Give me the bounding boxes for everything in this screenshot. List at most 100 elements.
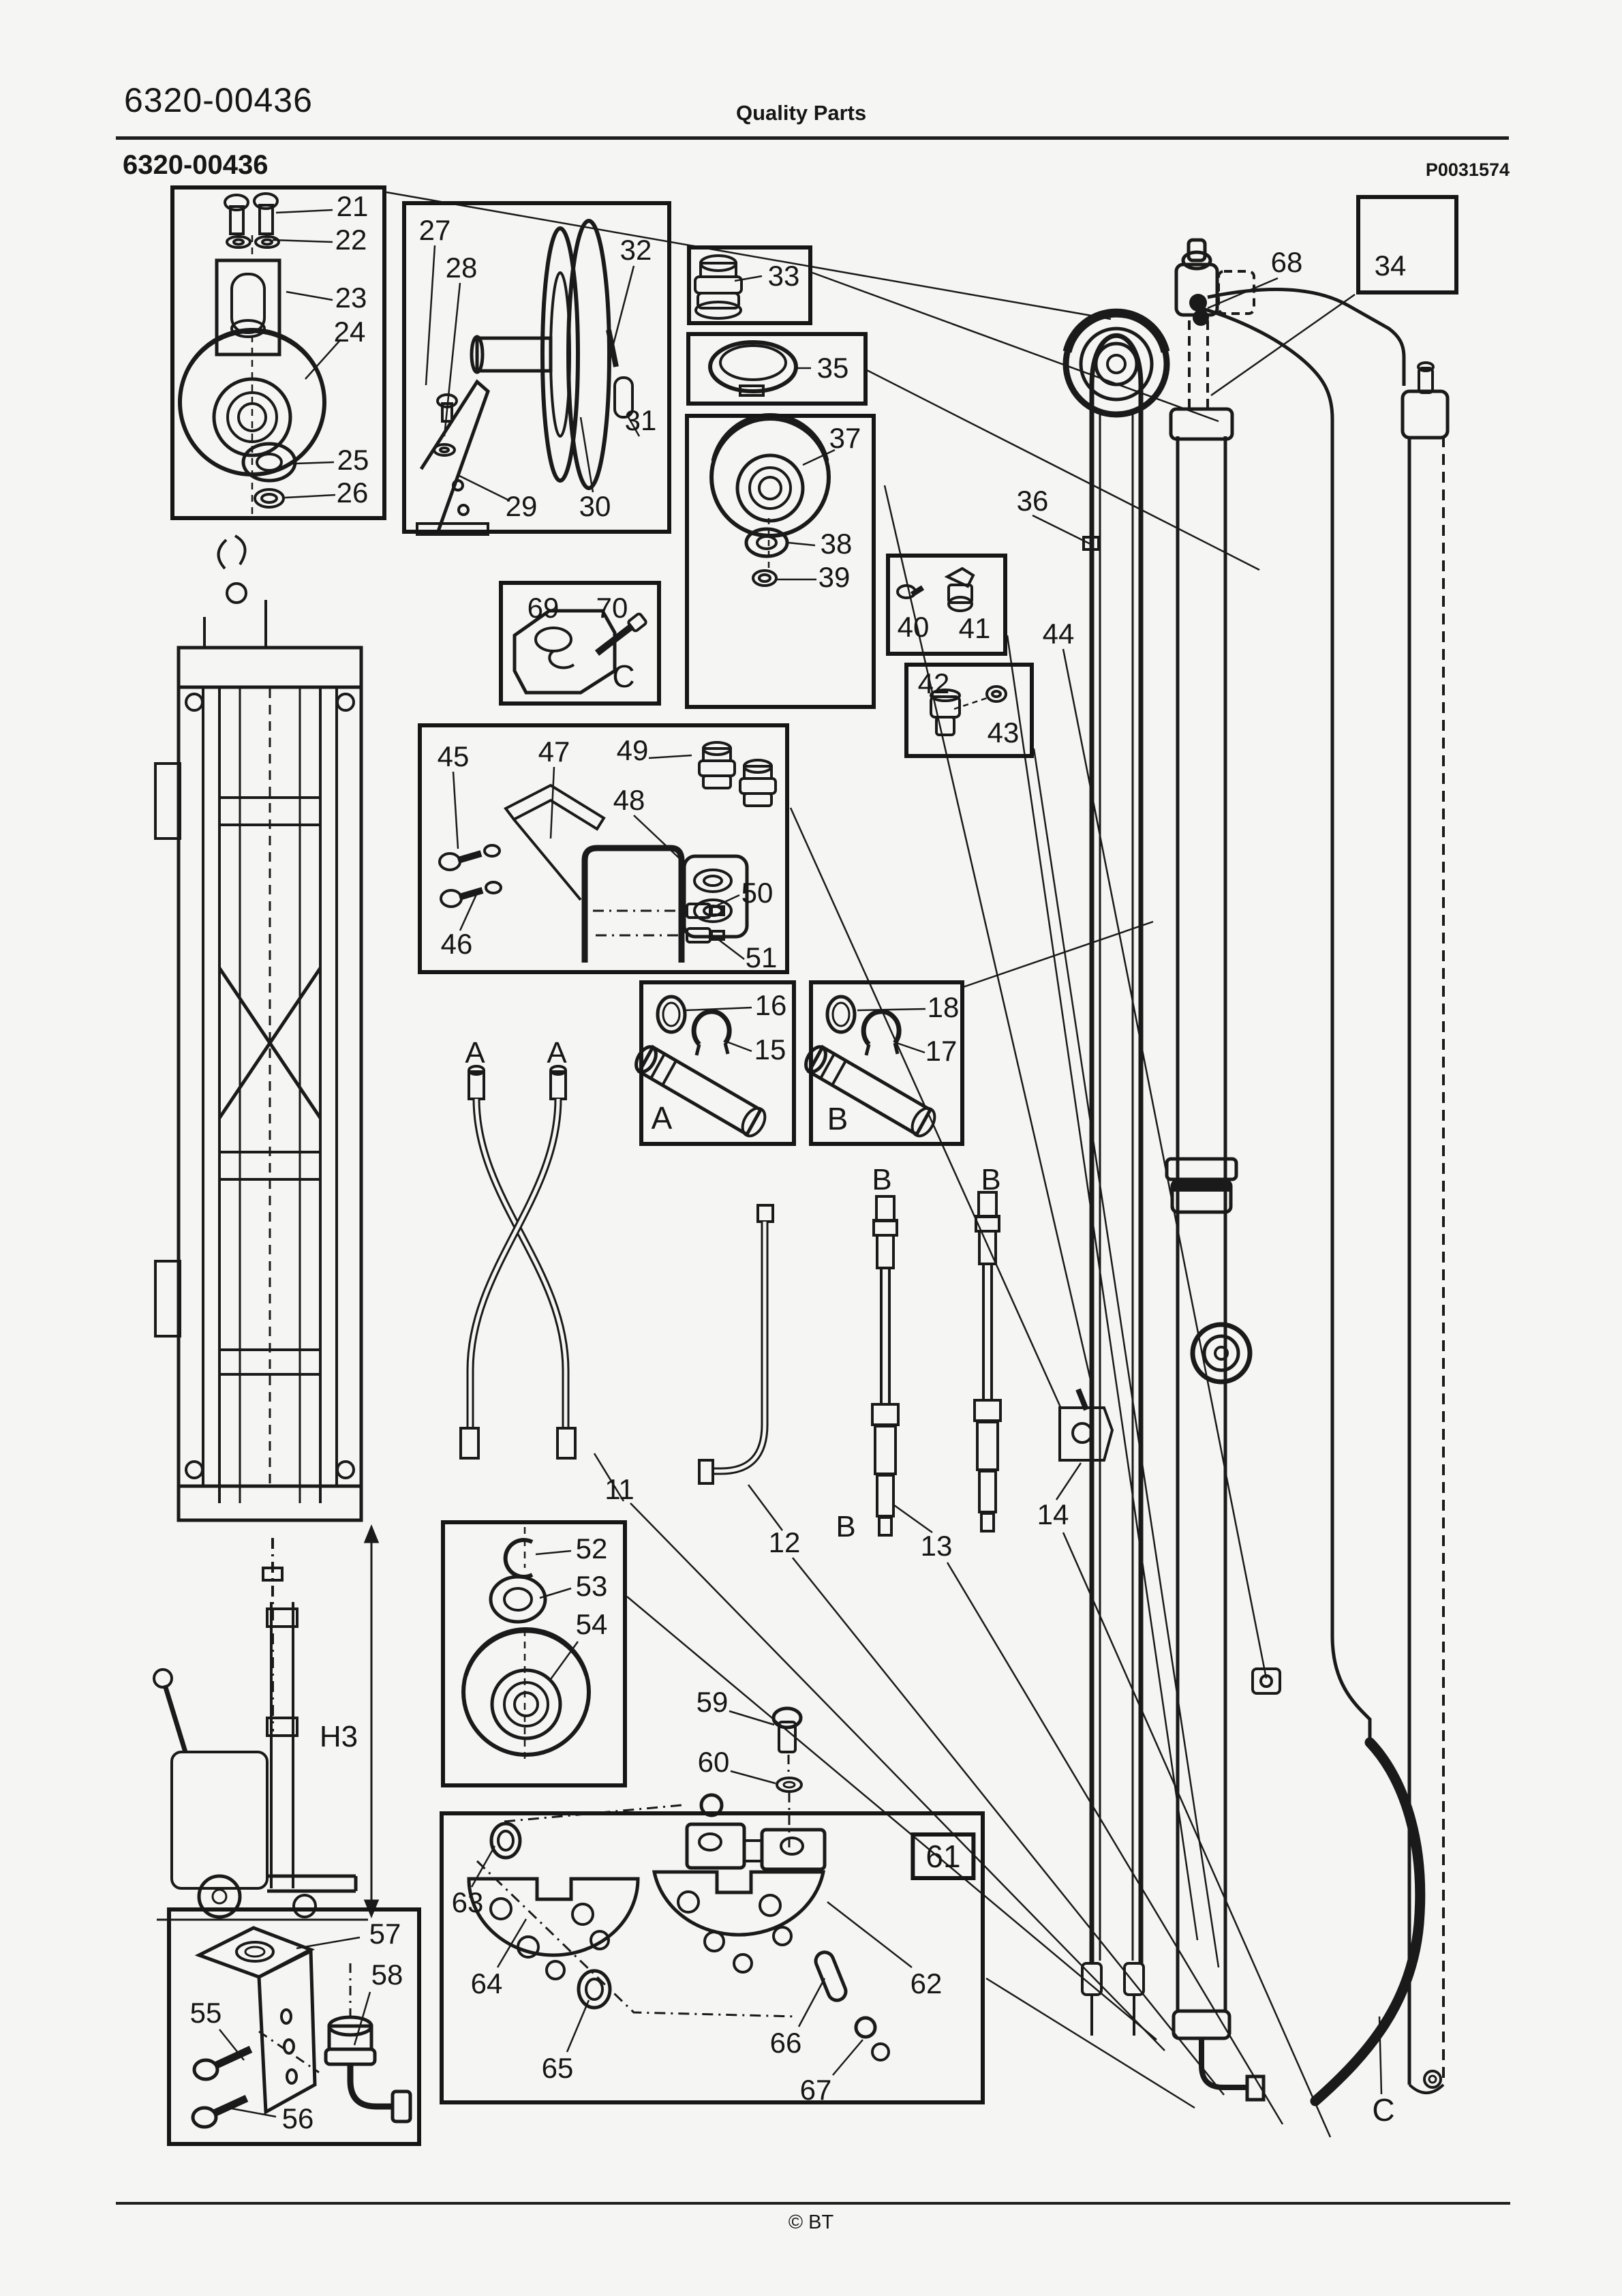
part-callout-31: 31 [624,404,657,436]
part-callout-64: 64 [470,1967,503,1999]
part-callout-13: 13 [920,1530,953,1562]
header-rule [116,136,1509,140]
footer-copyright: © BT [788,2211,834,2233]
part-callout-55: 55 [189,1997,222,2029]
part-callout-B: B [836,1510,856,1543]
box-27-32-parts [416,219,634,536]
part-group-box-A [639,980,796,1146]
box-69-70-parts [512,609,647,695]
doc-number-header: 6320-00436 [124,81,313,119]
part-group-box-33 [687,245,812,325]
part-callout-50: 50 [741,877,774,909]
box-45-51-parts [438,741,777,963]
brand-title: Quality Parts [736,101,867,125]
dimension-h3-line [363,1524,380,1918]
crossed-hoses-drawing [459,1065,577,1460]
part-callout-12: 12 [768,1526,801,1558]
part-callout-18: 18 [927,991,960,1023]
b-hose-assemblies [871,1191,1002,1537]
part-callout-23: 23 [335,282,367,314]
box-40-43-parts [896,567,1007,736]
part-group-box-21-26 [170,185,386,520]
part-callout-30: 30 [579,490,611,522]
part-group-box-37-39 [685,414,876,709]
part-callout-36: 36 [1016,485,1049,517]
part-callout-60: 60 [697,1746,730,1778]
part-callout-15: 15 [754,1033,786,1066]
part-callout-48: 48 [613,784,645,816]
part-callout-68: 68 [1270,246,1303,278]
part-callout-A: A [651,1100,673,1136]
mast-assembly-drawing [154,534,363,1522]
box-52-54-parts [461,1527,591,1763]
part-callout-70: 70 [596,592,628,624]
part-callout-C: C [1372,2092,1395,2128]
part-callout-28: 28 [445,252,478,284]
part-group-box-61-67 [440,1811,985,2104]
part-group-box-69-70 [499,581,661,706]
part-callout-56: 56 [281,2102,314,2134]
part-callout-B: B [827,1101,848,1136]
part-callout-21: 21 [336,190,369,222]
part-callout-26: 26 [336,477,369,509]
part-callout-51: 51 [745,941,778,973]
part-callout-A: A [465,1036,485,1070]
plate-code: P0031574 [1425,160,1510,180]
cylinder-end-kits [634,997,940,1140]
part-callout-38: 38 [820,528,853,560]
part-callout-41: 41 [958,612,991,644]
part-callout-35: 35 [816,352,849,384]
short-leader-lines [219,209,1383,2118]
part-callout-A: A [547,1036,567,1070]
part-callout-27: 27 [418,214,451,246]
part-callout-24: 24 [333,316,366,348]
part-group-box-B [809,980,964,1146]
bent-tube-drawing [698,1204,774,1485]
part-callout-16: 16 [754,989,787,1021]
part-group-box-40-41 [886,554,1007,656]
part-callout-66: 66 [769,2027,802,2059]
part-callout-29: 29 [505,490,538,522]
long-leader-lines [386,191,1356,2138]
part-callout-32: 32 [619,234,652,266]
part-callout-45: 45 [437,740,470,772]
part-callout-54: 54 [575,1608,608,1640]
doc-number-bold: 6320-00436 [123,150,269,180]
part-callout-22: 22 [335,224,367,256]
part-callout-63: 63 [451,1886,484,1918]
part-callout-47: 47 [538,736,570,768]
part-callout-42: 42 [917,667,950,699]
part-callout-B: B [872,1163,892,1196]
box-21-26-parts [178,192,326,517]
part-group-box-45-51 [418,723,789,974]
part-callout-46: 46 [440,928,473,960]
part-callout-57: 57 [369,1918,401,1950]
part-callout-40: 40 [897,611,930,643]
part-callout-61: 61 [911,1832,976,1880]
part-group-box-34 [1356,195,1458,294]
part-group-box-35 [686,332,868,406]
part-callout-67: 67 [799,2074,832,2106]
part-callout-39: 39 [818,561,851,593]
part-group-box-52-54 [441,1520,627,1787]
part-callout-11: 11 [605,1473,634,1505]
part-callout-43: 43 [987,716,1020,749]
cylinder-assembly-drawing [1058,238,1450,2106]
part-callout-49: 49 [616,734,649,766]
part-callout-25: 25 [337,444,369,476]
truck-drawing [153,1538,368,1921]
part-callout-59: 59 [696,1686,729,1718]
part-callout-44: 44 [1042,618,1075,650]
part-callout-37: 37 [829,422,861,454]
part-group-box-42-43 [904,663,1034,758]
footer-rule [116,2202,1510,2205]
part-callout-53: 53 [575,1570,608,1602]
part-callout-33: 33 [767,260,800,292]
part-group-box-55-58 [167,1907,421,2146]
part-group-box-27-32 [402,201,671,534]
box-55-58-parts [191,1926,412,2129]
part-callout-17: 17 [925,1035,958,1067]
part-callout-65: 65 [541,2052,574,2084]
part-callout-58: 58 [371,1959,403,1991]
